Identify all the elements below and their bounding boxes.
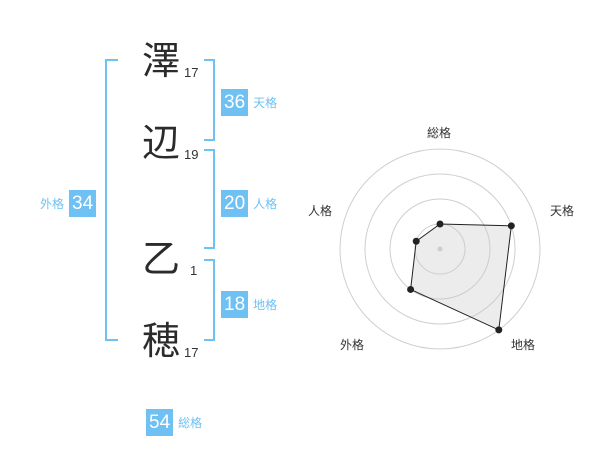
name-char-2: 辺 bbox=[142, 121, 181, 165]
tenkaku-label: 天格 bbox=[253, 96, 278, 110]
soukaku-value: 54 bbox=[146, 409, 174, 436]
stroke-count-2: 19 bbox=[184, 147, 199, 162]
soukaku-badge: 54 総格 bbox=[146, 409, 202, 436]
radar-label-jinkaku: 人格 bbox=[308, 204, 333, 218]
stroke-count-1: 17 bbox=[184, 65, 199, 80]
jinkaku-bracket bbox=[204, 149, 215, 249]
jinkaku-value: 20 bbox=[221, 190, 249, 217]
radar-label-soukaku: 総格 bbox=[427, 126, 452, 140]
radar-point-1 bbox=[436, 220, 444, 228]
chikaku-value: 18 bbox=[221, 291, 249, 318]
radar-label-gaikaku: 外格 bbox=[340, 338, 365, 352]
radar-center bbox=[437, 246, 443, 252]
radar-ring bbox=[339, 148, 541, 350]
chikaku-label: 地格 bbox=[253, 298, 278, 312]
gaikaku-value: 34 bbox=[69, 190, 97, 217]
tenkaku-bracket bbox=[204, 59, 215, 141]
gaikaku-badge: 外格 34 bbox=[40, 190, 97, 217]
chikaku-bracket bbox=[204, 259, 215, 341]
name-char-3: 乙 bbox=[142, 237, 181, 281]
radar-ring bbox=[364, 173, 516, 325]
name-char-4: 穂 bbox=[142, 319, 181, 363]
radar-point-5 bbox=[412, 237, 420, 245]
tenkaku-value: 36 bbox=[221, 89, 249, 116]
radar-point-2 bbox=[507, 222, 515, 230]
radar-label-chikaku: 地格 bbox=[511, 338, 536, 352]
name-char-1: 澤 bbox=[142, 39, 181, 83]
radar-point-3 bbox=[495, 326, 503, 334]
radar-ring bbox=[389, 198, 491, 300]
tenkaku-badge: 36 天格 bbox=[221, 89, 277, 116]
chikaku-badge: 18 地格 bbox=[221, 291, 277, 318]
gaikaku-label: 外格 bbox=[40, 197, 65, 211]
stroke-count-3: 1 bbox=[190, 263, 198, 278]
soukaku-label: 総格 bbox=[178, 416, 203, 430]
jinkaku-label: 人格 bbox=[253, 197, 278, 211]
stroke-count-4: 17 bbox=[184, 345, 199, 360]
gaikaku-bracket bbox=[105, 59, 118, 341]
radar-point-4 bbox=[407, 285, 415, 293]
radar-label-tenkaku: 天格 bbox=[550, 204, 575, 218]
jinkaku-badge: 20 人格 bbox=[221, 190, 277, 217]
radar-area bbox=[410, 223, 512, 331]
